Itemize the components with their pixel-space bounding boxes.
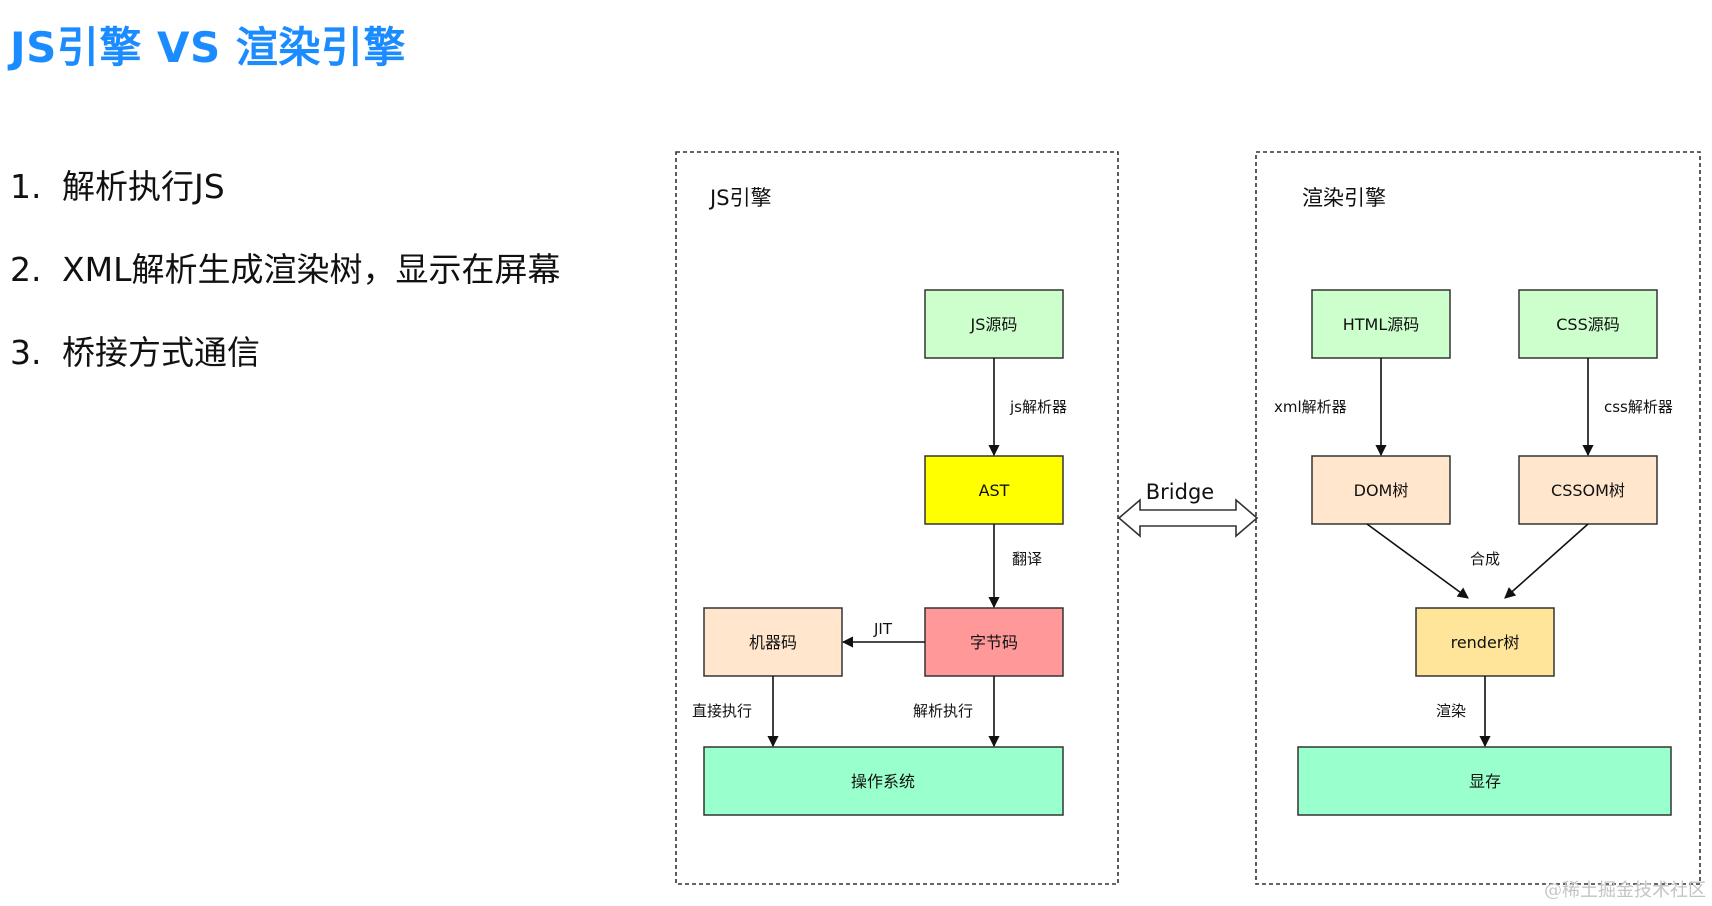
ast-node: AST [924,455,1064,525]
edge-label-xml-parser: xml解析器 [1274,398,1347,416]
bridge-label: Bridge [1146,480,1214,504]
bytecode-label: 字节码 [970,633,1018,652]
edge-label-translate: 翻译 [1012,550,1042,568]
css-source-label: CSS源码 [1556,315,1620,334]
page-title: JS引擎 VS 渲染引擎 [10,23,406,72]
key-points-list: 1. 解析执行JS 2. XML解析生成渲染树，显示在屏幕 3. 桥接方式通信 [10,160,560,409]
key-point-text: 解析执行JS [62,167,225,206]
key-point-1: 1. 解析执行JS [10,160,560,243]
key-point-text: XML解析生成渲染树，显示在屏幕 [62,250,561,289]
os-node: 操作系统 [703,746,1064,816]
js-engine-label: JS引擎 [708,186,772,210]
key-point-number: 3. [10,333,42,372]
css-source-node: CSS源码 [1518,289,1658,359]
js-source-node: JS源码 [924,289,1064,359]
dom-tree-node: DOM树 [1311,455,1451,525]
os-label: 操作系统 [851,772,915,791]
edge-label-direct-exec: 直接执行 [692,702,752,720]
bytecode-node: 字节码 [924,607,1064,677]
display-memory-label: 显存 [1469,772,1501,791]
js-source-label: JS源码 [970,315,1018,334]
render-tree-label: render树 [1451,633,1520,652]
render-engine-label: 渲染引擎 [1302,186,1386,210]
render-tree-node: render树 [1415,607,1555,677]
cssom-tree-node: CSSOM树 [1518,455,1658,525]
key-point-3: 3. 桥接方式通信 [10,326,560,409]
arrow-dom-to-render [1366,523,1469,599]
key-point-text: 桥接方式通信 [62,333,260,372]
arrow-cssom-to-render [1504,523,1589,599]
edge-label-jit: JIT [873,620,893,638]
machine-code-node: 机器码 [703,607,843,677]
key-point-2: 2. XML解析生成渲染树，显示在屏幕 [10,243,560,326]
edge-label-combine: 合成 [1470,550,1500,568]
display-memory-node: 显存 [1297,746,1672,816]
dom-tree-label: DOM树 [1354,481,1409,500]
machine-code-label: 机器码 [749,633,797,652]
html-source-label: HTML源码 [1343,315,1420,334]
html-source-node: HTML源码 [1311,289,1451,359]
key-point-number: 1. [10,167,42,206]
ast-label: AST [979,481,1010,500]
edge-label-js-parser: js解析器 [1009,398,1067,416]
watermark: @稀土掘金技术社区 [1544,880,1706,901]
edge-label-css-parser: css解析器 [1604,398,1673,416]
key-point-number: 2. [10,250,42,289]
edge-label-render: 渲染 [1436,702,1466,720]
cssom-tree-label: CSSOM树 [1551,481,1625,500]
bridge-double-arrow [1117,498,1259,538]
edge-label-interpret-exec: 解析执行 [913,702,973,720]
